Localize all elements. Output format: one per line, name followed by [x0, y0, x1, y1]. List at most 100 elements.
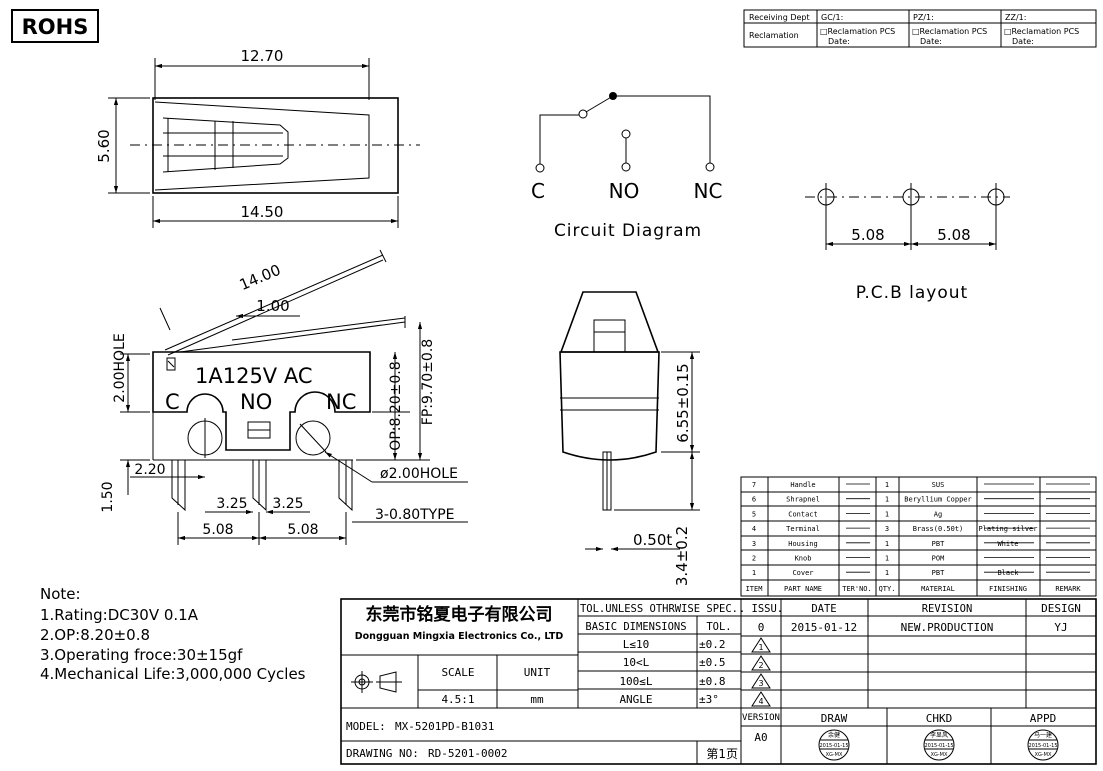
- issue-designer: YJ: [1054, 621, 1067, 634]
- approval-cell-line1: □Reclamation PCS: [912, 27, 987, 36]
- dim-lever-length: 14.00: [237, 261, 284, 294]
- bom-qty: 1: [885, 481, 889, 489]
- scale-value: 4.5:1: [441, 693, 474, 706]
- tol-range: ANGLE: [619, 693, 652, 706]
- rev-mark: 4: [758, 697, 763, 706]
- bom-qty: 3: [885, 525, 889, 533]
- approval-cell-line2: Date:: [920, 37, 942, 46]
- tol-value: ±0.5: [699, 656, 726, 669]
- stamp-name: 李显风: [930, 731, 948, 739]
- bom-item-number: 5: [752, 510, 756, 518]
- tol-label: TOL.: [706, 621, 731, 633]
- stamp-date: 2015-01-15: [1028, 743, 1057, 749]
- dim-fp: FP:9.70±0.8: [420, 339, 436, 425]
- tol-range: 100≤L: [619, 675, 652, 688]
- bom-qty: 1: [885, 496, 889, 504]
- notes: Note: 1.Rating:DC30V 0.1A 2.OP:8.20±0.8 …: [40, 585, 306, 683]
- version-value: A0: [754, 731, 767, 744]
- approval-col-pz: PZ/1:: [913, 13, 934, 22]
- draw-label: DRAW: [821, 712, 848, 725]
- bom-part-name: Housing: [788, 540, 818, 548]
- bom-material: Ag: [934, 510, 942, 518]
- tol-value: ±0.2: [699, 638, 726, 651]
- dim-508a: 5.08: [202, 522, 233, 538]
- pcb-title: P.C.B layout: [856, 283, 968, 303]
- issue-number: 0: [758, 621, 765, 634]
- dim-508b: 5.08: [287, 522, 318, 538]
- dim-220: 2.20: [134, 462, 165, 478]
- approval-stamp-appd: 马一建 2015-01-15 XG-MX: [1027, 729, 1059, 761]
- bom-finishing: Plating silver: [978, 525, 1037, 533]
- bom-material: POM: [932, 555, 945, 563]
- issue-date: 2015-01-12: [791, 621, 857, 634]
- note-item: 1.Rating:DC30V 0.1A: [40, 606, 199, 624]
- receiving-dept-label: Receiving Dept: [749, 13, 810, 22]
- bom-finishing: Black: [997, 569, 1019, 577]
- bom-material: Beryllium Copper: [904, 496, 971, 504]
- bom-part-name: Handle: [790, 481, 815, 489]
- bom-part-name: Knob: [795, 555, 812, 563]
- bom-finishing: White: [997, 540, 1018, 548]
- dim-op: OP:8.20±0.8: [388, 361, 404, 450]
- approval-cell-line2: Date:: [1012, 37, 1034, 46]
- model-value: MX-5201PD-B1031: [395, 720, 494, 733]
- revision-triangle-icon: 3: [751, 673, 771, 689]
- bom-material: PBT: [932, 540, 945, 548]
- approval-cell-line1: □Reclamation PCS: [820, 27, 895, 36]
- bom-item-number: 2: [752, 555, 756, 563]
- bom-material: PBT: [932, 569, 945, 577]
- dim-325a: 3.25: [216, 496, 247, 512]
- dim-top-width-inner: 12.70: [241, 47, 284, 65]
- bom-header-finishing: FINISHING: [989, 585, 1027, 593]
- bom-item-number: 1: [752, 569, 756, 577]
- approval-col-zz: ZZ/1:: [1005, 13, 1026, 22]
- approval-stamp-chkd: 李显风 2015-01-15 XG-MX: [923, 729, 955, 761]
- bom-qty: 1: [885, 569, 889, 577]
- bom-header-remark: REMARK: [1055, 585, 1081, 593]
- note-item: 4.Mechanical Life:3,000,000 Cycles: [40, 665, 306, 683]
- title-block: 东莞市铭夏电子有限公司 Dongguan Mingxia Electronics…: [340, 598, 1097, 765]
- stamp-code: XG-MX: [1035, 752, 1052, 758]
- stamp-date: 2015-01-15: [819, 743, 848, 749]
- bom-header-material: MATERIAL: [921, 585, 955, 593]
- company-name-en: Dongguan Mingxia Electronics Co., LTD: [355, 631, 564, 642]
- stamp-date: 2015-01-15: [924, 743, 953, 749]
- dim-150: 1.50: [100, 481, 116, 512]
- stamp-code: XG-MX: [931, 752, 948, 758]
- bom-part-name: Terminal: [786, 525, 820, 533]
- company-name-cn: 东莞市铭夏电子有限公司: [366, 604, 553, 625]
- pcb-dim-1: 5.08: [851, 226, 884, 244]
- dim-100: 1.00: [256, 297, 289, 315]
- rohs-label: ROHS: [22, 15, 89, 39]
- drawing-no-label: DRAWING NO:: [346, 747, 419, 760]
- tol-range: L≤10: [623, 638, 650, 651]
- stamp-name: 马一建: [1034, 731, 1052, 739]
- rohs-badge: ROHS: [11, 9, 99, 43]
- stamp-name: 余健: [828, 731, 840, 739]
- circuit-diagram: C NO NC Circuit Diagram: [531, 92, 722, 241]
- stamp-code: XG-MX: [826, 752, 843, 758]
- bom-header-item: ITEM: [746, 585, 763, 593]
- circuit-label-c: C: [531, 179, 545, 203]
- dim-200-hole: 2.00HOLE: [112, 333, 128, 402]
- issue-revision: NEW.PRODUCTION: [901, 621, 994, 634]
- projection-symbol-icon: [351, 671, 402, 693]
- circuit-label-nc: NC: [694, 179, 723, 203]
- bom-header-qty: QTY.: [879, 585, 896, 593]
- terminal-label-no: NO: [240, 390, 272, 414]
- dim-top-height: 5.60: [95, 129, 113, 162]
- bom-qty: 1: [885, 540, 889, 548]
- approval-cell-line2: Date:: [828, 37, 850, 46]
- model-label: MODEL:: [346, 720, 386, 733]
- chkd-label: CHKD: [926, 712, 953, 725]
- appd-label: APPD: [1030, 712, 1057, 725]
- pcb-layout: 5.08 5.08 P.C.B layout: [805, 183, 1010, 303]
- bom-part-name: Shrapnel: [786, 496, 820, 504]
- circuit-title: Circuit Diagram: [554, 221, 702, 241]
- dim-top-width-outer: 14.50: [241, 203, 284, 221]
- pcb-dim-2: 5.08: [937, 226, 970, 244]
- tol-value: ±0.8: [699, 675, 726, 688]
- version-label: VERSION: [742, 713, 780, 723]
- notes-title: Note:: [40, 585, 81, 603]
